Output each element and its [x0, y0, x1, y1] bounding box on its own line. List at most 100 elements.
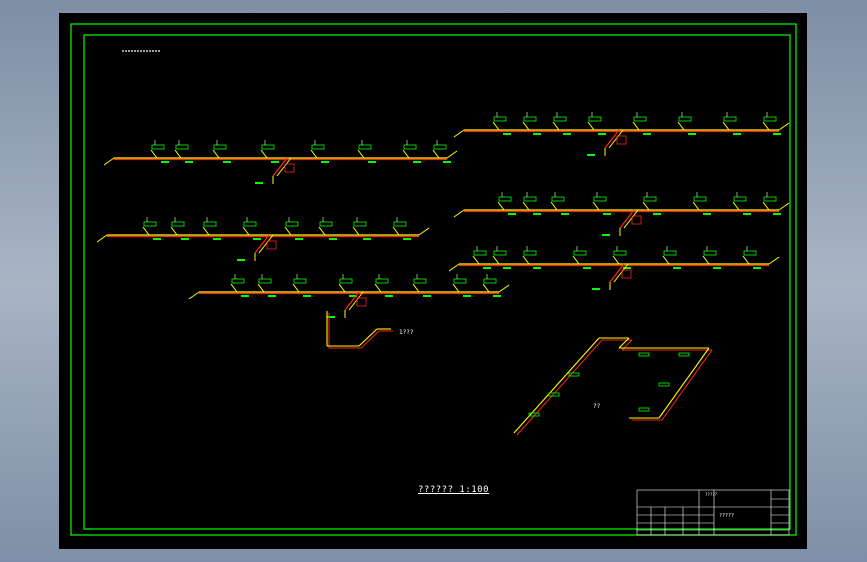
riser-yellow-1 — [258, 234, 274, 254]
dim-tag-2-7 — [493, 295, 501, 297]
title-block-drawing-name: ????? — [705, 492, 718, 497]
fixture-branch-2-4 — [374, 283, 382, 293]
fixture-branch-2-1 — [257, 283, 265, 293]
riser-box-0 — [284, 163, 295, 173]
fixture-tag-2-3 — [339, 278, 353, 284]
riser-yellow-5 — [613, 263, 629, 283]
fixture-branch-4-2 — [550, 201, 558, 211]
fixture-branch-3-1 — [522, 121, 530, 131]
pipe-end-right-5 — [768, 256, 780, 265]
fixture-tag-4-5 — [693, 196, 707, 202]
fixture-branch-0-6 — [402, 149, 410, 159]
fixture-tag-4-2 — [551, 196, 565, 202]
fixture-tag-4-1 — [523, 196, 537, 202]
riser-tag-2 — [327, 316, 335, 318]
dim-tag-5-4 — [623, 267, 631, 269]
fixture-tag-0-0 — [151, 144, 165, 150]
dim-tag-5-0 — [483, 267, 491, 269]
fixture-branch-4-3 — [592, 201, 600, 211]
fixture-tag-4-4 — [643, 196, 657, 202]
fixture-branch-1-3 — [242, 226, 250, 236]
dim-tag-0-6 — [413, 161, 421, 163]
fixture-branch-1-6 — [352, 226, 360, 236]
dim-tag-1-2 — [213, 238, 221, 240]
cad-drawing-viewport[interactable]: ?????? 1:100 1??? ?? ????? ????? — [59, 13, 807, 549]
fixture-tag-5-0 — [473, 250, 487, 256]
riser-box-1 — [266, 240, 277, 250]
pipe-system-drawing — [70, 23, 797, 536]
riser-tag-0 — [255, 182, 263, 184]
iso-yellow-0 — [513, 337, 600, 434]
dim-tag-2-0 — [241, 295, 249, 297]
riser-tag-1 — [237, 259, 245, 261]
fixture-branch-5-7 — [742, 255, 750, 265]
pipe-end-left-3 — [453, 129, 465, 138]
dim-tag-3-4 — [643, 133, 651, 135]
dim-tag-2-6 — [463, 295, 471, 297]
dim-tag-1-0 — [153, 238, 161, 240]
iso-tag-5 — [658, 382, 670, 387]
inner-frame — [83, 34, 791, 530]
fixture-branch-4-4 — [642, 201, 650, 211]
fixture-tag-2-2 — [293, 278, 307, 284]
fixture-tag-1-1 — [171, 221, 185, 227]
dim-tag-3-7 — [773, 133, 781, 135]
dim-tag-5-6 — [713, 267, 721, 269]
fixture-branch-0-1 — [174, 149, 182, 159]
fixture-branch-5-4 — [612, 255, 620, 265]
dim-tag-0-1 — [185, 161, 193, 163]
dim-tag-1-3 — [253, 238, 261, 240]
fixture-branch-3-4 — [632, 121, 640, 131]
dim-tag-4-3 — [603, 213, 611, 215]
fixture-branch-5-0 — [472, 255, 480, 265]
fixture-tag-1-0 — [143, 221, 157, 227]
dim-tag-0-2 — [223, 161, 231, 163]
pipe-end-right-4 — [778, 202, 790, 211]
fixture-tag-4-0 — [498, 196, 512, 202]
fixture-branch-1-2 — [202, 226, 210, 236]
dim-tag-2-4 — [385, 295, 393, 297]
fixture-branch-2-5 — [412, 283, 420, 293]
fixture-branch-3-3 — [587, 121, 595, 131]
fixture-tag-2-7 — [483, 278, 497, 284]
fixture-branch-5-2 — [522, 255, 530, 265]
riser-box-5 — [621, 269, 632, 279]
dim-tag-2-1 — [268, 295, 276, 297]
fixture-tag-3-4 — [633, 116, 647, 122]
dim-tag-2-5 — [423, 295, 431, 297]
dim-tag-5-1 — [503, 267, 511, 269]
pipe-end-right-0 — [446, 150, 458, 159]
riser-box-4 — [631, 215, 642, 225]
fixture-tag-5-3 — [573, 250, 587, 256]
fixture-branch-5-1 — [492, 255, 500, 265]
fixture-tag-5-7 — [743, 250, 757, 256]
fixture-branch-2-7 — [482, 283, 490, 293]
fixture-branch-0-5 — [357, 149, 365, 159]
fixture-tag-3-6 — [723, 116, 737, 122]
fixture-tag-3-2 — [553, 116, 567, 122]
iso-red-0 — [516, 339, 603, 436]
dim-tag-4-6 — [743, 213, 751, 215]
drop-yellow-2 — [358, 328, 378, 347]
fixture-tag-0-3 — [261, 144, 275, 150]
dim-tag-4-5 — [703, 213, 711, 215]
fixture-branch-4-5 — [692, 201, 700, 211]
fixture-tag-2-4 — [375, 278, 389, 284]
dim-tag-0-0 — [161, 161, 169, 163]
pipe-end-right-3 — [778, 122, 790, 131]
fixture-branch-0-2 — [212, 149, 220, 159]
dim-tag-0-3 — [271, 161, 279, 163]
fixture-branch-3-6 — [722, 121, 730, 131]
fixture-tag-2-6 — [453, 278, 467, 284]
fixture-branch-0-4 — [310, 149, 318, 159]
riser-tag-3 — [587, 154, 595, 156]
fixture-tag-5-2 — [523, 250, 537, 256]
iso-tag-3 — [638, 352, 650, 357]
fixture-tag-3-7 — [763, 116, 777, 122]
iso-red-4 — [661, 349, 713, 421]
fixture-branch-0-0 — [150, 149, 158, 159]
fixture-tag-0-7 — [433, 144, 447, 150]
dim-tag-1-4 — [295, 238, 303, 240]
outer-frame — [70, 23, 797, 536]
fixture-tag-4-6 — [733, 196, 747, 202]
